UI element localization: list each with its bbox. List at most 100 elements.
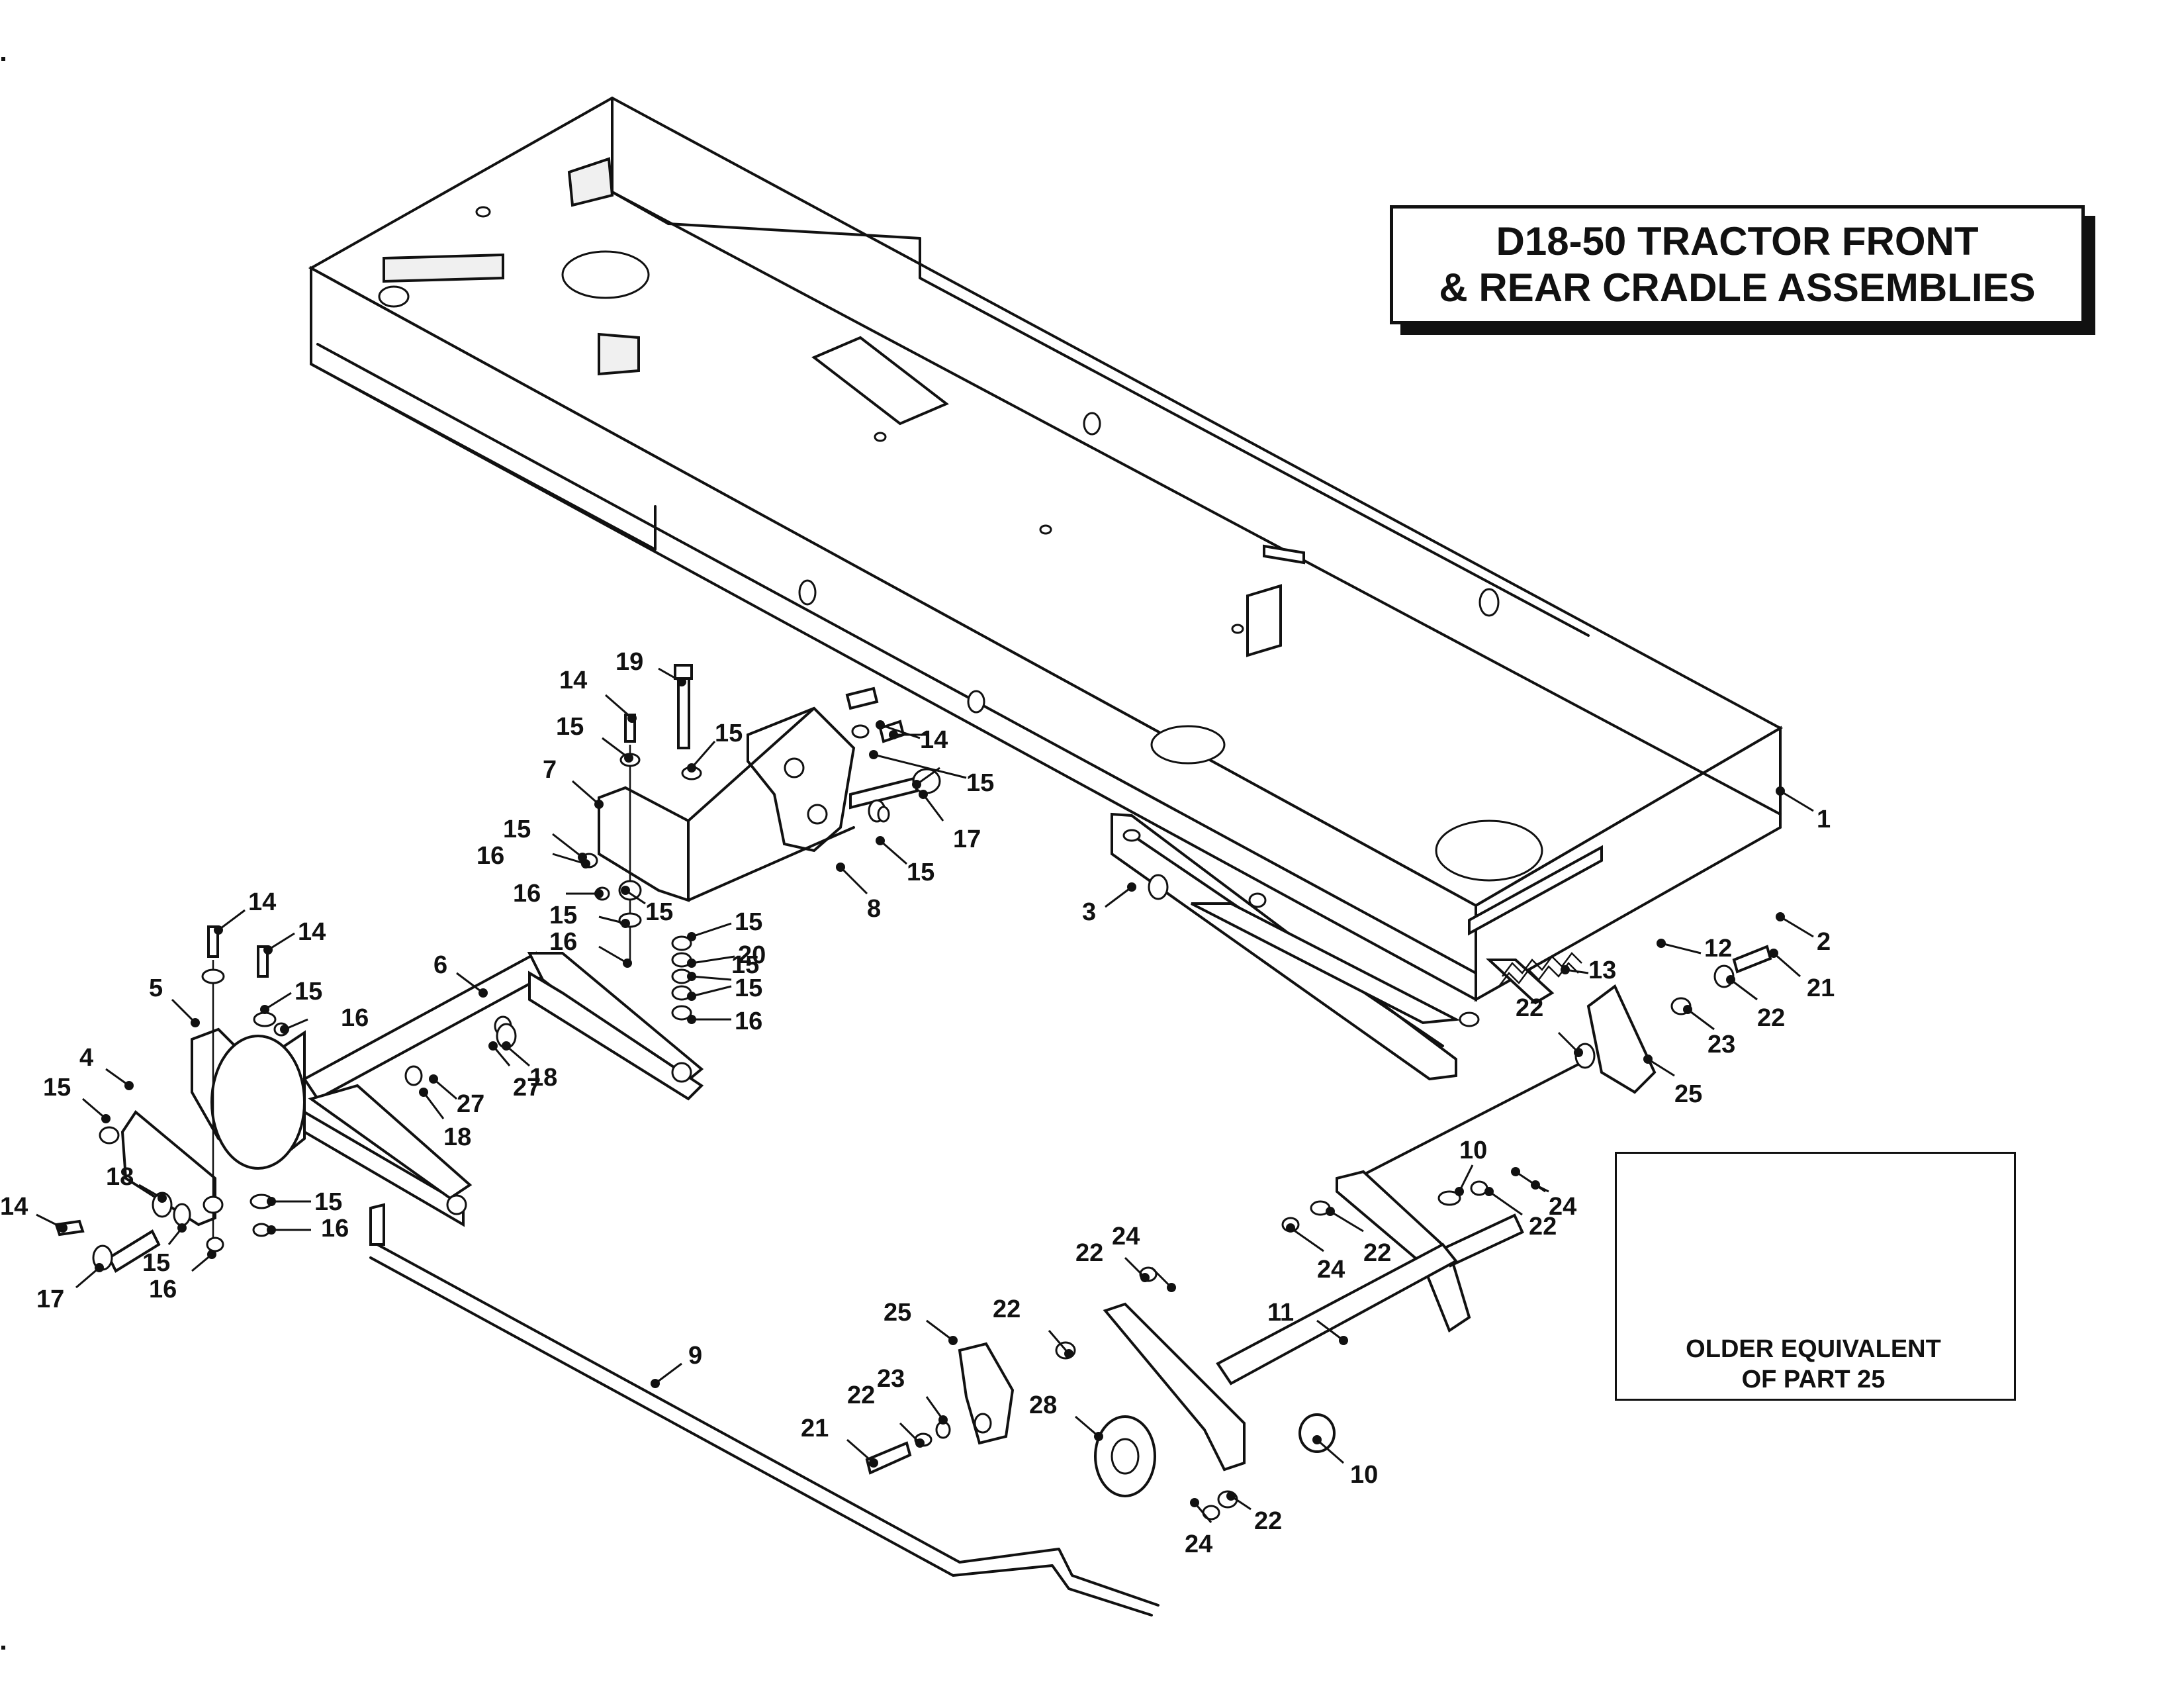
callout-label: 21	[1769, 949, 1835, 1002]
callout-label: 11	[1267, 1299, 1348, 1345]
svg-text:5: 5	[149, 974, 163, 1002]
svg-text:15: 15	[907, 859, 934, 886]
callout-label: 12	[1657, 935, 1732, 962]
callout-label: 16	[513, 880, 604, 908]
svg-text:14: 14	[248, 888, 276, 916]
callout-label: 10	[1455, 1137, 1487, 1196]
rear-lift-linkage	[865, 945, 1772, 1521]
svg-text:11: 11	[1267, 1299, 1294, 1327]
callout-label: 15	[687, 974, 762, 1002]
callout-label: 24	[1286, 1223, 1345, 1284]
callout-label: 1	[1776, 786, 1831, 833]
svg-text:18: 18	[529, 1064, 557, 1092]
svg-text:16: 16	[735, 1008, 762, 1035]
callout-label: 22	[1075, 1239, 1150, 1282]
callout-label: 22	[847, 1382, 925, 1448]
callout-label: 24	[1185, 1498, 1212, 1558]
svg-text:18: 18	[106, 1163, 134, 1191]
inset-box	[1615, 1152, 2016, 1401]
callout-label: 3	[1082, 882, 1136, 926]
svg-text:8: 8	[867, 895, 881, 923]
callout-label: 18	[106, 1163, 167, 1203]
title-line-2: & REAR CRADLE ASSEMBLIES	[1439, 265, 2036, 310]
callout-label: 22	[993, 1295, 1073, 1358]
svg-text:16: 16	[149, 1276, 177, 1303]
callout-label: 23	[1683, 1005, 1735, 1058]
svg-text:22: 22	[1075, 1239, 1103, 1267]
callout-label: 22	[1516, 994, 1583, 1057]
callout-label: 14	[263, 918, 326, 955]
callout-label: 8	[836, 863, 881, 923]
callout-label: 22	[1726, 975, 1785, 1032]
callout-label: 15	[142, 1223, 187, 1277]
svg-text:22: 22	[1529, 1213, 1557, 1241]
callout-label: 6	[433, 951, 488, 998]
inset-note: OLDER EQUIVALENT OF PART 25	[1621, 1334, 2005, 1395]
svg-text:17: 17	[953, 825, 981, 853]
svg-text:14: 14	[920, 726, 948, 754]
title-box: D18-50 TRACTOR FRONT & REAR CRADLE ASSEM…	[1390, 205, 2085, 324]
svg-text:6: 6	[433, 951, 447, 979]
svg-text:16: 16	[477, 842, 504, 870]
callout-label: 15	[621, 886, 673, 926]
callout-label: 18	[912, 767, 940, 789]
svg-text:24: 24	[1112, 1223, 1140, 1250]
svg-text:23: 23	[877, 1365, 905, 1393]
svg-text:12: 12	[1704, 935, 1732, 962]
callout-label: 25	[884, 1299, 958, 1345]
callout-label: 22	[1226, 1491, 1282, 1535]
callout-label: 19	[615, 648, 686, 686]
svg-text:15: 15	[731, 951, 759, 979]
svg-text:13: 13	[1588, 957, 1616, 984]
callout-label: 27	[488, 1041, 541, 1102]
callout-label: 14	[214, 888, 276, 935]
svg-text:19: 19	[615, 648, 643, 676]
front-hitch-bracket	[598, 706, 856, 902]
svg-text:16: 16	[549, 928, 577, 956]
svg-text:27: 27	[457, 1090, 484, 1118]
svg-text:16: 16	[321, 1215, 349, 1243]
svg-text:2: 2	[1817, 928, 1831, 956]
callout-label: 15	[889, 730, 927, 739]
svg-text:22: 22	[847, 1382, 875, 1409]
svg-text:4: 4	[79, 1044, 93, 1072]
svg-text:24: 24	[1549, 1193, 1576, 1221]
callout-label: 15	[549, 902, 630, 929]
callout-label: 16	[477, 842, 590, 870]
callout-label: 20	[687, 941, 766, 969]
callout-label: 17	[919, 790, 981, 853]
svg-text:15: 15	[556, 713, 584, 741]
registration-mark	[1, 57, 5, 61]
callout-label: 15	[267, 1188, 342, 1216]
callout-label: 5	[149, 974, 200, 1027]
callout-label: 16	[549, 928, 632, 968]
svg-text:10: 10	[1459, 1137, 1487, 1164]
inset-note-line-2: OF PART 25	[1741, 1366, 1886, 1393]
svg-text:15: 15	[503, 816, 531, 843]
inset-note-line-1: OLDER EQUIVALENT	[1686, 1335, 1941, 1363]
callout-label: 15	[556, 713, 633, 763]
callout-label: 13	[1561, 957, 1616, 984]
svg-text:15: 15	[142, 1249, 170, 1277]
callout-label: 7	[543, 756, 604, 809]
svg-text:10: 10	[1350, 1461, 1378, 1489]
callout-label: 4	[79, 1044, 134, 1090]
svg-text:16: 16	[341, 1004, 369, 1032]
callout-label: 16	[280, 1004, 369, 1034]
callout-label: 16	[687, 1008, 762, 1035]
svg-text:15: 15	[966, 769, 994, 797]
front-axle-assembly	[120, 951, 704, 1227]
title-line-1: D18-50 TRACTOR FRONT	[1496, 219, 1979, 263]
svg-text:22: 22	[1757, 1004, 1785, 1032]
svg-text:9: 9	[688, 1342, 702, 1370]
registration-mark	[1, 1646, 5, 1650]
main-frame	[308, 96, 1784, 1002]
callout-label: 14	[559, 667, 637, 723]
svg-text:21: 21	[1807, 974, 1835, 1002]
callout-label: 22	[1484, 1187, 1557, 1241]
callout-label: 23	[877, 1365, 948, 1425]
callout-label: 14	[876, 720, 948, 754]
callout-label: 15	[876, 836, 934, 886]
callout-label: 18	[502, 1041, 557, 1092]
